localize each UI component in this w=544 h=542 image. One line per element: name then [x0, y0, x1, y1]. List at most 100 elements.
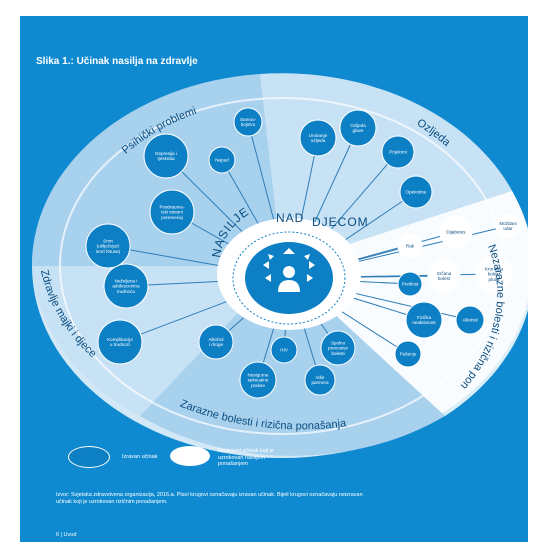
node-circle-pusenje [394, 340, 422, 368]
node-label-ptsp: tski stresni [161, 210, 183, 215]
node-label-hiv: HIV [280, 348, 289, 353]
node-rak: Rak [397, 233, 423, 259]
node-label-samoubojstvo: Samou- [240, 117, 257, 122]
node-circle-ozljeda-glave [339, 109, 377, 147]
node-label-mozdani-udar: udar [503, 226, 513, 231]
node-label-fizicka-neaktivnost: Fizička [417, 315, 432, 320]
legend-direct-label: Izravan učinak [122, 454, 158, 460]
node-circle-samoubojstvo [233, 107, 263, 137]
node-label-nezeljena-trudnoca: trudnoća [117, 289, 135, 294]
node-circle-depresija [143, 133, 189, 179]
node-label-pusenje: Pušenje [400, 352, 417, 357]
node-label-visa-partnera: Više [316, 375, 325, 380]
node-circle-spolno-prenosive [320, 330, 356, 366]
node-circle-ptsp [149, 189, 195, 235]
node-circle-fizicka-neaktivnost [405, 301, 443, 339]
sector-zdravlje [32, 266, 282, 416]
node-label-ozljeda-glave: glave [353, 128, 364, 133]
node-circle-smrt-fetusa [85, 223, 131, 269]
node-circle-pretilost [397, 271, 423, 297]
node-circle-kronicna-bolest-pluca [475, 255, 513, 293]
node-opekotine: Opekotine [399, 175, 433, 209]
node-label-samoubojstvo: bojstvo [241, 122, 256, 127]
node-circle-visa-partnera [304, 364, 336, 396]
node-circle-umiranje [299, 119, 337, 157]
page-footer: 6 | Uvod [56, 532, 77, 538]
node-pretilost: Pretilost [397, 271, 423, 297]
node-label-umiranje: ozljeda [311, 138, 326, 143]
node-label-dijabetes: Dijabetes [446, 230, 466, 235]
node-label-opekotine: Opekotine [406, 190, 427, 195]
center-label-nad: NAD [276, 211, 304, 225]
node-label-spolno-prenosive: prenosive [328, 346, 348, 351]
node-label-smrt-fetusa: Smrt [103, 238, 113, 243]
node-label-alkohol-droge: i droge [209, 342, 223, 347]
node-prijelomi: Prijelomi [381, 135, 415, 169]
node-circle-napad [208, 146, 236, 174]
node-label-fizicka-neaktivnost: neaktivnost [412, 320, 436, 325]
node-label-rak: Rak [406, 244, 415, 249]
center-hub: NASILJE NAD DJECOM [209, 204, 369, 330]
node-samoubojstvo: Samou-bojstvo [233, 107, 263, 137]
node-label-spolno-prenosive: Spolno [331, 340, 346, 345]
node-label-depresija: Depresija i [155, 151, 177, 156]
node-circle-prijelomi [381, 135, 415, 169]
source-note: Izvor: Svjetska zdravstvena organizacija… [56, 492, 363, 505]
node-label-ptsp: Posttrauma- [159, 204, 184, 209]
page-title: Slika 1.: Učinak nasilja na zdravlje [36, 56, 198, 67]
node-label-alkohol: Alkohol [462, 318, 477, 323]
sector-zarazne [140, 266, 445, 456]
node-label-kronicna-bolest-pluca: Kronična [485, 266, 504, 271]
figure-panel: Slika 1.: Učinak nasilja na zdravlje Sam… [20, 16, 528, 542]
node-circle-mozdani-udar [495, 213, 521, 239]
node-circle-nezeljena-trudnoca [103, 263, 149, 309]
node-dijabetes: Dijabetes [439, 215, 473, 249]
child-icon [278, 266, 300, 292]
node-label-prijelomi: Prijelomi [389, 150, 407, 155]
legend-indirect-label: Neizravni učinak koji je uzrokovan nasil… [218, 448, 274, 467]
node-label-spolno-prenosive: bolesti [331, 351, 344, 356]
node-label-nesigurne-seksualne: Nesigurne [248, 372, 269, 377]
node-label-pretilost: Pretilost [402, 282, 419, 287]
node-label-nezeljena-trudnoca: adolescentna [112, 284, 140, 289]
node-label-kronicna-bolest-pluca: bolest [488, 272, 501, 277]
legend-direct-swatch [68, 446, 110, 468]
node-label-komplikacije: Komplikacije [107, 337, 133, 342]
node-hiv: HIV [270, 336, 298, 364]
node-circle-nesigurne-seksualne [239, 361, 277, 399]
node-circle-alkohol [455, 305, 485, 335]
arrow-icons [263, 248, 315, 282]
node-circle-dijabetes [439, 215, 473, 249]
node-label-srcana-bolest: Srčana [437, 271, 452, 276]
center-label-djecom: DJECOM [312, 215, 369, 229]
node-label-srcana-bolest: bolest [438, 276, 451, 281]
node-label-visa-partnera: partnera [311, 380, 329, 385]
node-circle-komplikacije [97, 319, 143, 365]
node-label-komplikacije: u trudnoći [110, 342, 130, 347]
node-label-kronicna-bolest-pluca: pluća [489, 277, 500, 282]
node-circle-opekotine [399, 175, 433, 209]
node-label-nesigurne-seksualne: prakse [251, 383, 265, 388]
node-circle-hiv [270, 336, 298, 364]
node-label-smrt-fetusa: smrt fetusa) [96, 249, 121, 254]
node-pusenje: Pušenje [394, 340, 422, 368]
node-label-depresija: tjeskoba [157, 156, 175, 161]
node-label-umiranje: Umiranje [309, 133, 328, 138]
node-label-ptsp: poremećaj [161, 215, 182, 220]
